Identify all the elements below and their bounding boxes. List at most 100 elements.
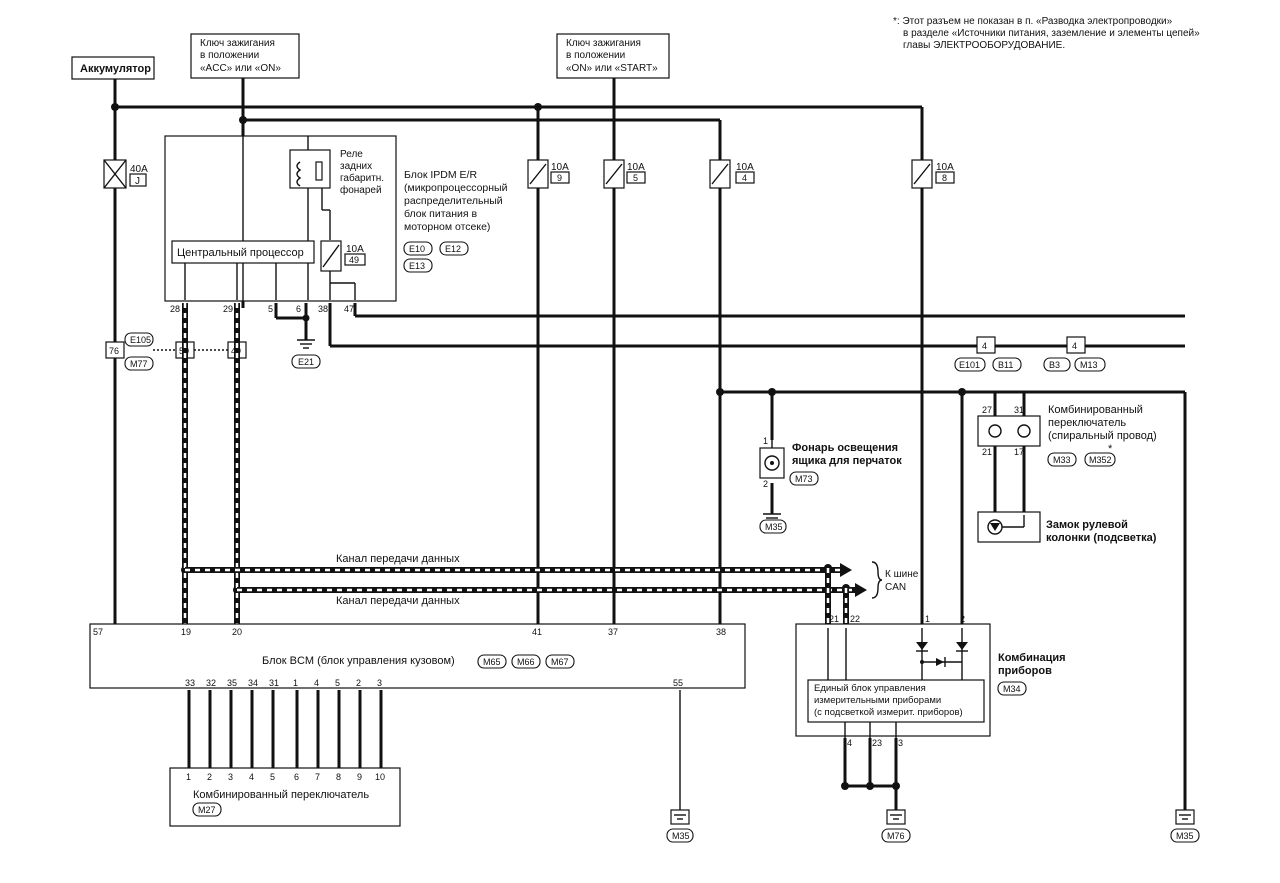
svg-text:B11: B11 <box>998 360 1013 370</box>
fuse-49-amp: 10A <box>346 244 364 255</box>
svg-text:37: 37 <box>608 627 618 637</box>
footnote-line-1: *: Этот разъем не показан в п. «Разводка… <box>893 16 1173 27</box>
connectors-right: 4 4 E101 B11 B3 M13 <box>954 336 1106 372</box>
ign-start-line-3: «ON» или «START» <box>566 63 658 74</box>
svg-text:1: 1 <box>763 436 768 446</box>
footnote: *: Этот разъем не показан в п. «Разводка… <box>893 16 1200 51</box>
can-line-label-2: Канал передачи данных <box>336 595 460 607</box>
ipdm-title-2: (микропроцессорный <box>404 182 508 194</box>
ign-acc-line-1: Ключ зажигания <box>200 38 275 49</box>
bcm-title: Блок BCM (блок управления кузовом) <box>262 655 455 667</box>
svg-text:9: 9 <box>557 173 562 183</box>
svg-text:3: 3 <box>228 772 233 782</box>
svg-text:40A: 40A <box>130 164 148 175</box>
svg-text:M13: M13 <box>1080 360 1098 370</box>
svg-text:M66: M66 <box>517 657 535 667</box>
svg-text:38: 38 <box>716 627 726 637</box>
svg-text:E12: E12 <box>445 244 461 254</box>
meter-unit-1: Единый блок управления <box>814 683 926 694</box>
svg-text:M67: M67 <box>551 657 569 667</box>
svg-text:M35: M35 <box>1176 831 1194 841</box>
svg-text:2: 2 <box>960 614 965 624</box>
svg-text:B3: B3 <box>1049 360 1060 370</box>
svg-text:1: 1 <box>186 772 191 782</box>
combination-meter: 21 22 1 2 Единый блок управления измерит… <box>795 614 1066 748</box>
svg-text:4: 4 <box>847 738 852 748</box>
svg-text:19: 19 <box>181 627 191 637</box>
combi-switch-title: Комбинированный переключатель <box>193 789 369 801</box>
svg-text:4: 4 <box>982 341 987 351</box>
svg-text:35: 35 <box>227 678 237 688</box>
svg-text:76: 76 <box>109 346 119 356</box>
svg-text:5: 5 <box>335 678 340 688</box>
ign-start-line-2: в положении <box>566 50 625 61</box>
svg-text:M35: M35 <box>672 831 690 841</box>
meter-title-1: Комбинация <box>998 652 1066 664</box>
footnote-line-3: главы ЭЛЕКТРООБОРУДОВАНИЕ. <box>903 40 1065 51</box>
svg-text:5: 5 <box>270 772 275 782</box>
svg-text:9: 9 <box>357 772 362 782</box>
svg-text:10A: 10A <box>551 162 569 173</box>
svg-text:E10: E10 <box>409 244 425 254</box>
svg-text:E13: E13 <box>409 261 425 271</box>
spiral-label-2: переключатель <box>1048 417 1126 429</box>
ipdm-title-5: моторном отсеке) <box>404 221 490 233</box>
glovebox-label-1: Фонарь освещения <box>792 442 898 454</box>
power-wires <box>113 78 1187 810</box>
svg-text:6: 6 <box>296 304 301 314</box>
svg-text:M352: M352 <box>1089 455 1112 465</box>
ign-acc-line-2: в положении <box>200 50 259 61</box>
ign-acc-line-3: «ACC» или «ON» <box>200 63 281 74</box>
svg-text:29: 29 <box>223 304 233 314</box>
footnote-line-2: в разделе «Источники питания, заземление… <box>903 28 1200 39</box>
svg-text:2: 2 <box>763 479 768 489</box>
glovebox-lamp: 1 2 M35 Фонарь освещения ящика для перча… <box>759 436 902 534</box>
svg-text:2: 2 <box>207 772 212 782</box>
svg-text:28: 28 <box>170 304 180 314</box>
svg-text:M76: M76 <box>887 831 905 841</box>
svg-text:E21: E21 <box>298 357 314 367</box>
steering-label-2: колонки (подсветка) <box>1046 532 1157 544</box>
ignition-acc-box <box>190 33 300 79</box>
svg-text:M27: M27 <box>198 805 216 815</box>
svg-text:M65: M65 <box>483 657 501 667</box>
battery-label-box <box>71 56 155 80</box>
svg-text:47: 47 <box>344 304 354 314</box>
svg-text:32: 32 <box>206 678 216 688</box>
svg-text:20: 20 <box>232 627 242 637</box>
svg-text:17: 17 <box>1014 447 1024 457</box>
svg-text:8: 8 <box>942 173 947 183</box>
svg-text:7: 7 <box>315 772 320 782</box>
svg-text:10: 10 <box>375 772 385 782</box>
svg-text:1: 1 <box>925 614 930 624</box>
svg-text:33: 33 <box>185 678 195 688</box>
glovebox-label-2: ящика для перчаток <box>792 455 902 467</box>
ign-start-line-1: Ключ зажигания <box>566 38 641 49</box>
svg-text:6: 6 <box>294 772 299 782</box>
can-bus-wires: К шине CAN Канал передачи данных Канал п… <box>182 303 919 628</box>
fuse-10a-9: 10A 9 <box>527 159 570 189</box>
svg-text:8: 8 <box>336 772 341 782</box>
svg-text:55: 55 <box>673 678 683 688</box>
relay-label-2: задних <box>340 161 372 172</box>
steering-lock: Замок рулевой колонки (подсветка) <box>977 511 1157 544</box>
svg-text:E105: E105 <box>130 335 151 345</box>
fuse-10a-5: 10A 5 <box>603 159 646 189</box>
svg-text:J: J <box>135 176 140 187</box>
combi-switch-spiral: 27 31 21 17 Комбинированный переключател… <box>977 404 1157 467</box>
relay-label-3: габаритн. <box>340 172 384 184</box>
svg-text:M34: M34 <box>1003 684 1021 694</box>
svg-text:3: 3 <box>898 738 903 748</box>
ipdm-title-1: Блок IPDM E/R <box>404 169 477 181</box>
svg-text:4: 4 <box>249 772 254 782</box>
steering-label-1: Замок рулевой <box>1046 519 1128 531</box>
svg-text:23: 23 <box>872 738 882 748</box>
ignition-start-box <box>556 33 670 79</box>
ipdm-block: Реле задних габаритн. фонарей 10A 49 Цен… <box>164 135 508 314</box>
svg-text:10A: 10A <box>736 162 754 173</box>
combination-switch: 1 2 3 4 5 6 7 8 9 10 Комбинированный пер… <box>169 767 401 827</box>
bcm-block: 57 19 20 41 37 38 Блок BCM (блок управле… <box>89 623 746 689</box>
svg-text:10A: 10A <box>627 162 645 173</box>
svg-text:22: 22 <box>850 614 860 624</box>
